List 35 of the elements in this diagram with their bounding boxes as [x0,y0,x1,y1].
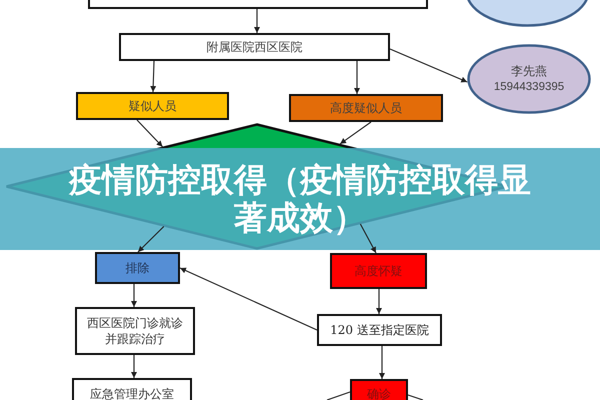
node-text: 应急管理办公室 [90,386,174,400]
process-box [75,307,195,355]
arrow [340,122,372,144]
arrow [131,355,137,378]
node-text: 确诊 [367,386,391,400]
process-box [289,94,443,122]
node-text: 疑似人员 [128,98,176,114]
process-box [317,314,442,346]
arrow [360,224,376,254]
node-text: 高度疑似人员 [330,100,402,116]
node-text: 120 送至指定医院 [330,322,429,338]
arrow [150,60,156,92]
arrow [138,226,164,252]
arrow [390,48,468,82]
node-text: 西区医院门诊就诊并跟踪治疗 [86,315,184,347]
banner-title: 疫情防控取得（疫情防控取得显著成效） [68,161,532,237]
arrow [254,9,260,33]
phone-number: 15944339395 [494,80,564,95]
arrow [379,346,385,379]
arrow [354,61,360,94]
process-box [76,92,229,120]
connector-line [408,394,424,400]
oval-node [467,44,591,114]
arrow [180,268,318,330]
process-box [119,33,390,61]
process-box [330,253,427,289]
node-text: 排除 [126,260,150,276]
arrow [376,289,382,314]
contact-name: 李先燕 [511,63,547,79]
node-text: 附属医院西区医院 [206,39,302,55]
process-box [95,252,180,284]
arrow [136,120,163,148]
node-text: 高度怀疑 [354,263,402,279]
connector-line [326,391,350,400]
arrow [131,284,137,307]
